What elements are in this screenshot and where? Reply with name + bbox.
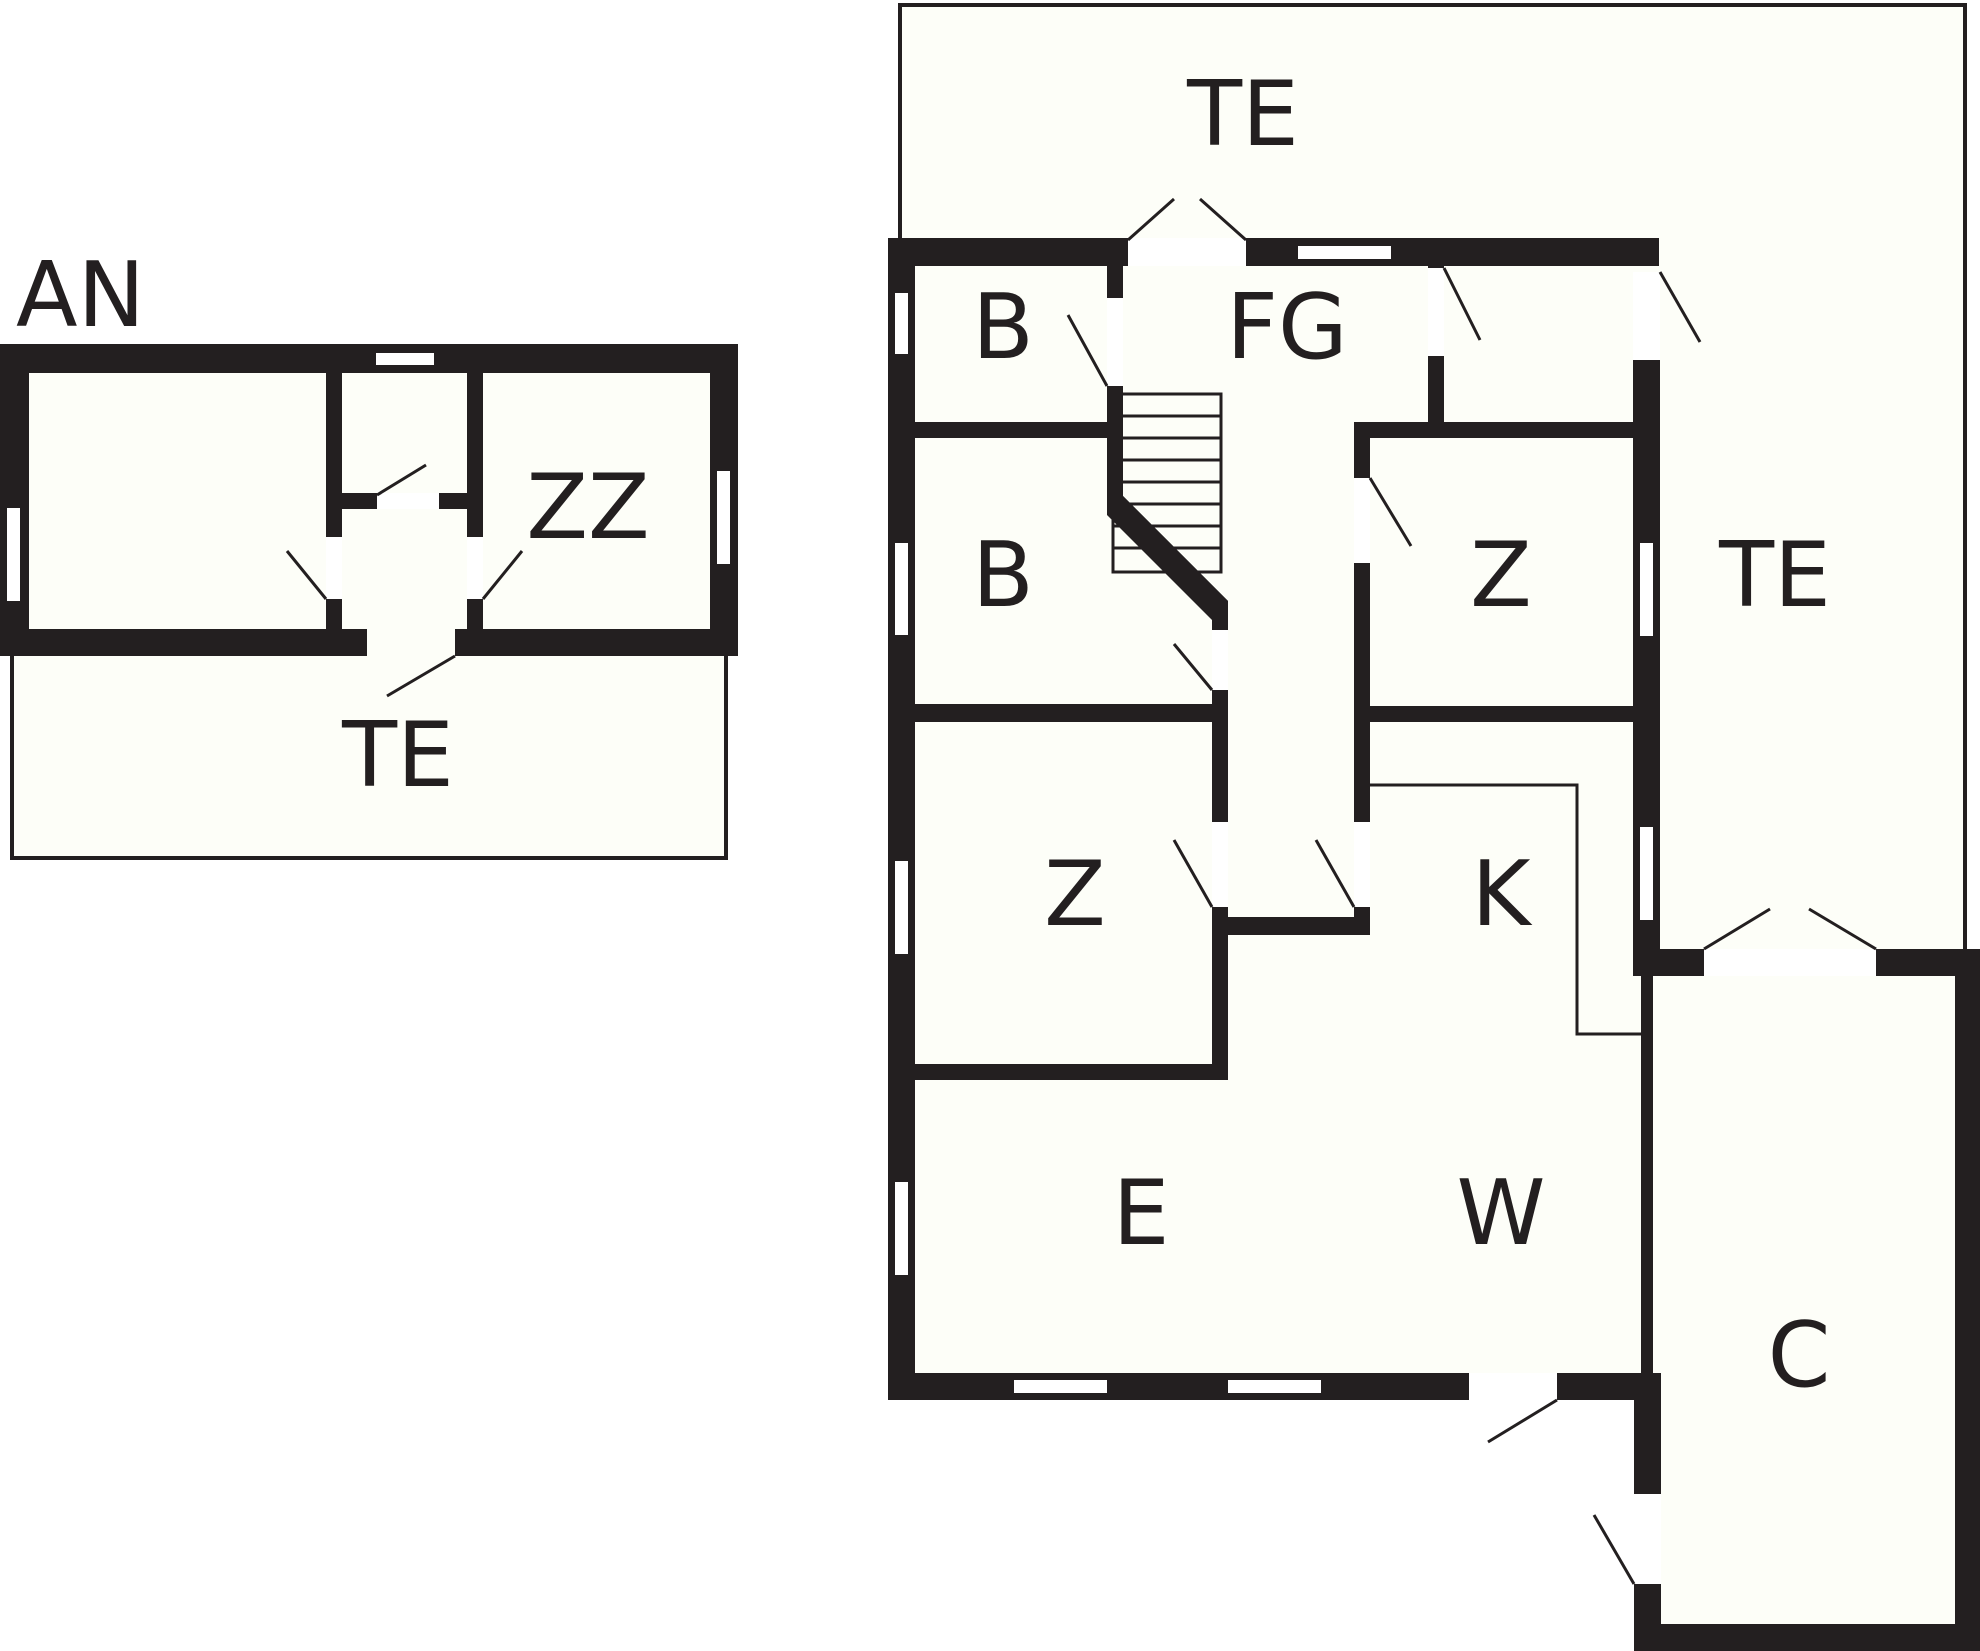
door-swing-bath-top bbox=[1066, 314, 1109, 387]
door-swing-room-right bbox=[1368, 477, 1413, 547]
annex-window-left bbox=[5, 506, 22, 603]
house-wall-bottom-left bbox=[888, 1373, 1469, 1400]
house-wall-bottom-right bbox=[1557, 1373, 1644, 1400]
door-gap-terrace-kitchen bbox=[1704, 949, 1876, 976]
annex-label-terrace: TE bbox=[341, 703, 454, 808]
carport-wall-left-thin bbox=[1641, 976, 1653, 1373]
door-swing-terrace-kitchen-left bbox=[1703, 907, 1771, 951]
annex-label-storage: ZZ bbox=[526, 455, 649, 560]
wall-room-right-bottom bbox=[1360, 706, 1633, 722]
window-left-4 bbox=[893, 1180, 910, 1277]
annex-wall-bottom-right bbox=[455, 629, 738, 656]
window-left-3 bbox=[893, 859, 910, 956]
window-bottom-2 bbox=[1226, 1378, 1323, 1395]
door-gap-bath-mid bbox=[1212, 630, 1228, 690]
annex-door-swing-left bbox=[285, 550, 328, 600]
label-terrace-top: TE bbox=[1186, 62, 1299, 167]
wall-bath-mid bbox=[915, 704, 1223, 722]
label-terrace-right: TE bbox=[1718, 523, 1831, 628]
kitchen-counter bbox=[1370, 783, 1641, 1036]
wall-room-left-bottom bbox=[915, 1064, 1228, 1080]
door-swing-fg-right bbox=[1442, 267, 1482, 341]
window-left-2 bbox=[893, 541, 910, 637]
terrace-outline bbox=[898, 3, 1967, 950]
door-gap-carport bbox=[1634, 1494, 1661, 1584]
annex-door-gap-right bbox=[467, 537, 483, 599]
door-swing-kitchen bbox=[1314, 839, 1356, 908]
door-swing-bath-mid bbox=[1172, 643, 1214, 691]
annex-wall-left bbox=[0, 344, 29, 656]
carport-area bbox=[1634, 950, 1980, 1651]
annex-door-gap-left bbox=[326, 537, 342, 599]
window-left-1 bbox=[893, 291, 910, 356]
label-kitchen: K bbox=[1471, 842, 1532, 947]
annex-terrace-area bbox=[12, 650, 726, 858]
door-swing-terrace-right bbox=[1658, 271, 1702, 343]
door-gap-terrace-right bbox=[1633, 272, 1660, 360]
door-gap-room-right bbox=[1354, 478, 1370, 563]
main-house: TE FG B B Z TE Z K E W C bbox=[888, 3, 1980, 1651]
annex-door-gap-closet bbox=[377, 493, 439, 509]
annex-door-swing-terrace bbox=[386, 654, 456, 698]
window-right-2 bbox=[1638, 825, 1655, 922]
wall-corridor-bottom bbox=[1212, 917, 1370, 935]
house-wall-top-left bbox=[888, 238, 1128, 266]
annex-door-swing-right bbox=[481, 550, 524, 600]
annex-wall-top bbox=[0, 344, 738, 373]
label-hall: FG bbox=[1226, 275, 1348, 380]
annex: AN ZZ TE bbox=[0, 243, 738, 860]
wall-bath-top bbox=[915, 422, 1112, 438]
door-gap-fg-right bbox=[1428, 268, 1444, 356]
label-dining: E bbox=[1113, 1161, 1170, 1266]
door-swing-carport bbox=[1592, 1514, 1636, 1585]
annex-window-right bbox=[715, 469, 732, 566]
label-carport: C bbox=[1768, 1303, 1831, 1408]
door-gap-kitchen bbox=[1354, 822, 1370, 907]
wall-room-right-top bbox=[1360, 422, 1633, 438]
label-room-left: Z bbox=[1044, 842, 1106, 947]
staircase bbox=[1107, 392, 1228, 620]
annex-door-swing-closet bbox=[376, 463, 427, 497]
carport-wall-top-left bbox=[1634, 949, 1704, 976]
carport-wall-bottom bbox=[1634, 1624, 1980, 1651]
stair-diagonal-wall bbox=[1107, 496, 1228, 620]
carport-wall-right bbox=[1955, 949, 1980, 1651]
annex-title: AN bbox=[16, 243, 145, 348]
door-gap-room-left bbox=[1212, 822, 1228, 907]
label-living: W bbox=[1457, 1161, 1546, 1266]
window-bottom-1 bbox=[1012, 1378, 1109, 1395]
door-swing-entrance-left bbox=[1127, 197, 1175, 242]
door-gap-entrance bbox=[1128, 238, 1246, 266]
door-swing-garden bbox=[1487, 1398, 1558, 1444]
door-gap-bath-top bbox=[1107, 298, 1123, 386]
window-right-1 bbox=[1638, 541, 1655, 638]
annex-wall-bottom-left bbox=[0, 629, 367, 656]
door-gap-garden bbox=[1469, 1373, 1557, 1400]
door-swing-room-left bbox=[1172, 839, 1214, 908]
terrace-area bbox=[900, 5, 1965, 950]
door-swing-entrance-right bbox=[1199, 197, 1247, 242]
label-bath-mid: B bbox=[972, 523, 1034, 628]
annex-window-top bbox=[374, 351, 436, 367]
door-swing-terrace-kitchen-right bbox=[1808, 907, 1877, 951]
window-top bbox=[1296, 244, 1393, 261]
label-room-right: Z bbox=[1470, 523, 1532, 628]
label-bath-top: B bbox=[972, 275, 1034, 380]
